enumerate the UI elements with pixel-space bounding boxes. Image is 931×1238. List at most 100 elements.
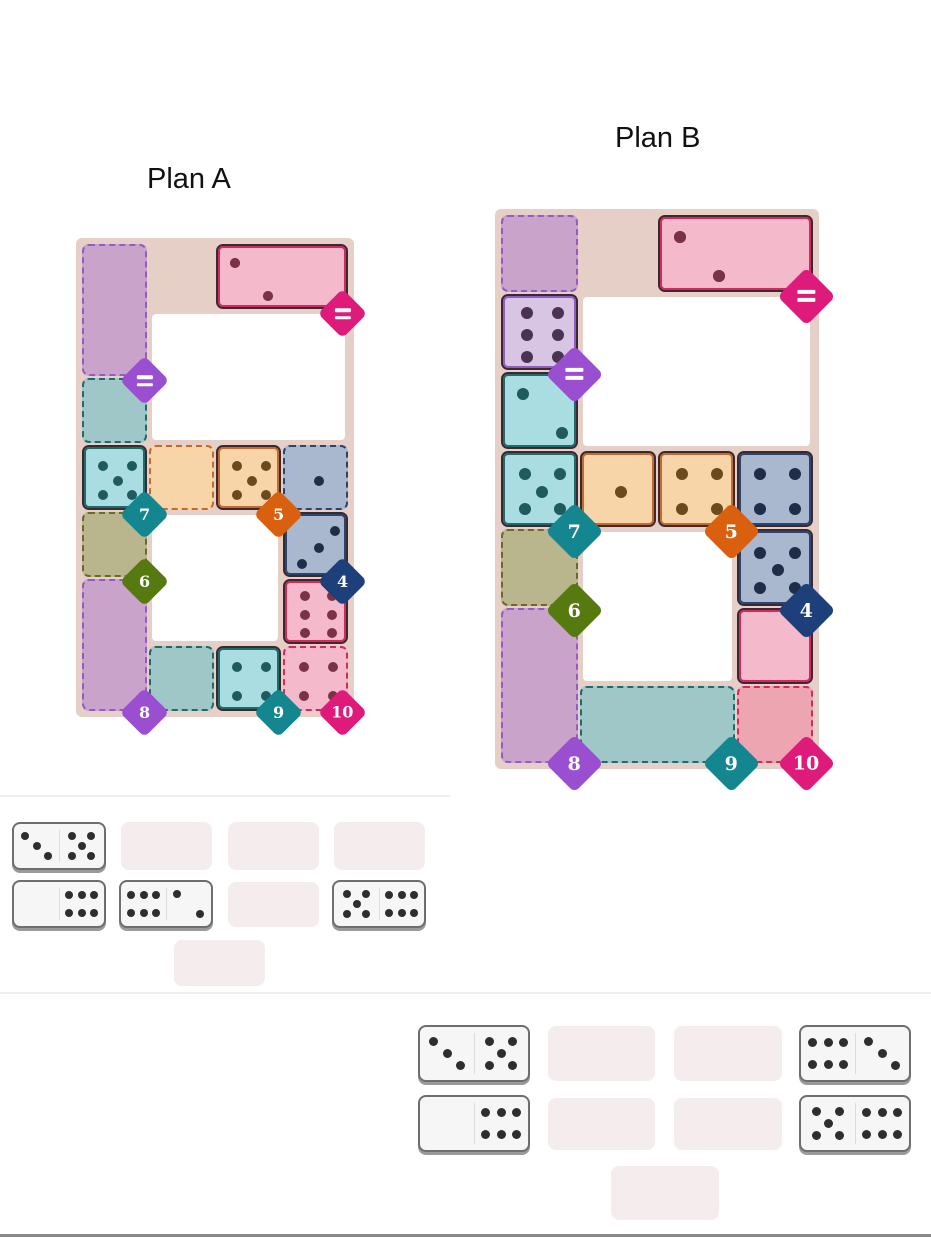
domino-tile[interactable] xyxy=(119,880,213,928)
region-beige-empty[interactable] xyxy=(579,215,656,292)
badge-label: 5 xyxy=(273,504,285,524)
empty-domino-slot[interactable] xyxy=(674,1098,782,1150)
pip xyxy=(811,1107,821,1117)
pip xyxy=(516,387,529,400)
pip-face xyxy=(582,453,661,532)
pip xyxy=(496,1049,506,1058)
badge-label: 10 xyxy=(792,752,820,775)
pip xyxy=(313,475,324,486)
domino-divider xyxy=(474,1033,475,1074)
domino-tile[interactable] xyxy=(418,1025,530,1082)
pip-face xyxy=(285,514,352,581)
region-beige-empty[interactable] xyxy=(149,244,214,309)
pip xyxy=(481,1129,491,1139)
region-purple-bottom[interactable] xyxy=(82,579,147,711)
pip-face xyxy=(503,296,582,375)
plan-b-title: Plan B xyxy=(615,122,701,154)
pip xyxy=(326,628,337,639)
domino-divider xyxy=(855,1033,856,1074)
domino-tile[interactable] xyxy=(12,880,106,928)
domino-divider xyxy=(166,888,167,920)
pip xyxy=(342,909,351,918)
placed-domino-2-2[interactable] xyxy=(658,215,813,292)
domino-right-half xyxy=(379,882,424,926)
pip xyxy=(410,891,419,900)
cell-orange-1[interactable] xyxy=(579,450,656,527)
pip xyxy=(892,1108,902,1118)
badge-label: 6 xyxy=(567,599,582,622)
region-teal-bottom[interactable] xyxy=(149,646,214,711)
pip xyxy=(126,891,135,900)
domino-tile[interactable] xyxy=(418,1095,530,1152)
cell-cyan-2[interactable] xyxy=(501,372,578,449)
pip xyxy=(261,490,272,501)
cell-cyan-5[interactable] xyxy=(82,445,147,510)
pip xyxy=(410,908,419,917)
domino-left-half xyxy=(420,1097,474,1150)
pip xyxy=(296,559,307,570)
empty-domino-slot[interactable] xyxy=(548,1026,655,1081)
pip xyxy=(429,1037,438,1047)
pip xyxy=(710,503,723,516)
region-teal-bottom[interactable] xyxy=(579,686,735,763)
domino-tile[interactable] xyxy=(799,1095,911,1152)
cell-bluegrey-1[interactable] xyxy=(283,445,348,510)
pip xyxy=(710,468,723,481)
domino-right-half xyxy=(59,824,104,868)
cell-bluegrey-4[interactable] xyxy=(736,450,813,527)
empty-domino-slot[interactable] xyxy=(121,822,212,870)
board-hole xyxy=(152,515,278,641)
region-purple-top[interactable] xyxy=(501,215,578,292)
empty-domino-slot[interactable] xyxy=(228,882,319,927)
pip xyxy=(484,1060,494,1070)
pip-face xyxy=(218,447,285,514)
empty-domino-slot[interactable] xyxy=(174,940,265,986)
region-orange[interactable] xyxy=(149,445,214,510)
pip xyxy=(32,842,41,850)
empty-domino-slot[interactable] xyxy=(674,1026,782,1081)
badge-label: 4 xyxy=(799,599,813,622)
pip xyxy=(261,661,272,672)
badge-label: 6 xyxy=(139,571,151,591)
domino-tile[interactable] xyxy=(12,822,106,870)
pip-face xyxy=(84,447,151,514)
pip xyxy=(838,1038,848,1048)
empty-domino-slot[interactable] xyxy=(548,1098,655,1150)
badge-label: 5 xyxy=(724,520,739,543)
cell-cyan-5[interactable] xyxy=(501,450,578,527)
pip xyxy=(862,1129,872,1139)
region-purple-top[interactable] xyxy=(82,244,147,376)
pip xyxy=(112,475,123,486)
equals-icon xyxy=(334,307,351,319)
pip xyxy=(298,691,309,702)
domino-left-half xyxy=(420,1027,474,1080)
pip-face xyxy=(503,374,582,453)
empty-domino-slot[interactable] xyxy=(611,1166,719,1220)
region-purple-bottom[interactable] xyxy=(501,607,578,763)
pip xyxy=(328,661,339,672)
placed-domino-2-2[interactable] xyxy=(216,244,348,309)
pip xyxy=(43,851,52,860)
empty-domino-slot[interactable] xyxy=(334,822,425,870)
pip xyxy=(511,1108,521,1118)
pip xyxy=(231,691,242,702)
pip xyxy=(614,485,627,498)
domino-divider xyxy=(855,1103,856,1144)
pip xyxy=(481,1108,491,1118)
pip xyxy=(520,350,533,363)
pip xyxy=(127,460,138,471)
pip xyxy=(362,909,371,918)
domino-tile[interactable] xyxy=(799,1025,911,1082)
pip xyxy=(877,1049,887,1058)
pip xyxy=(511,1129,521,1139)
pip xyxy=(835,1130,845,1140)
empty-domino-slot[interactable] xyxy=(228,822,319,870)
domino-right-half xyxy=(855,1097,909,1150)
domino-tile[interactable] xyxy=(332,880,426,928)
pip xyxy=(520,328,533,341)
pip xyxy=(64,891,73,900)
pip xyxy=(553,503,566,516)
pip xyxy=(298,661,309,672)
pip xyxy=(342,890,351,899)
pip xyxy=(496,1129,506,1139)
